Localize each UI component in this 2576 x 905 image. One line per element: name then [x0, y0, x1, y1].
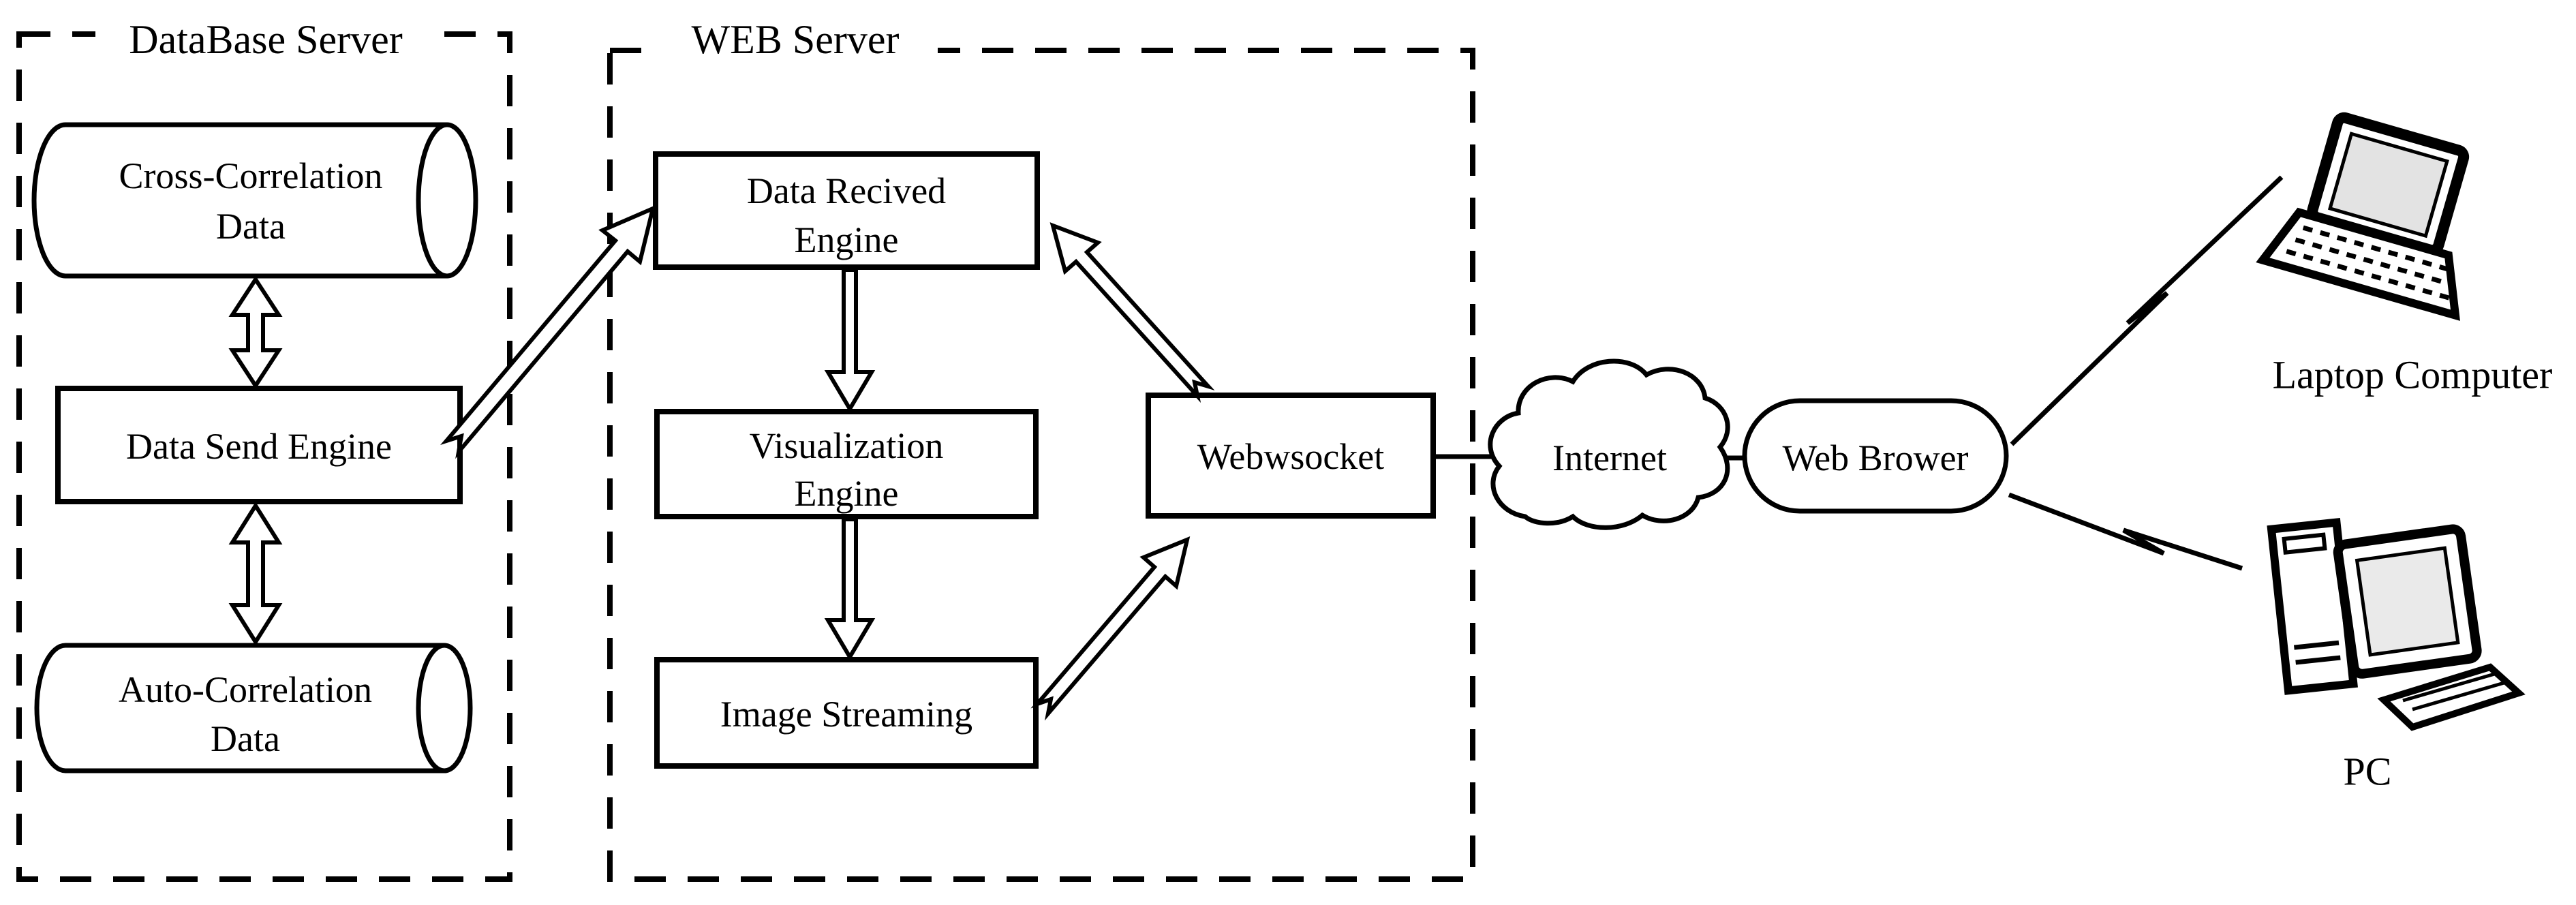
database-server-border — [16, 31, 512, 882]
web-browser-node: Web Brower — [1742, 398, 2009, 514]
web-server-title-bg — [653, 8, 938, 70]
cross-correlation-label-line1: Cross-Correlation — [119, 155, 383, 196]
cylinder-auto-correlation: Auto-Correlation Data — [34, 643, 473, 773]
data-received-engine-label-line2: Engine — [795, 219, 899, 260]
database-server-group: DataBase Server Cross-Correlation Data D… — [16, 7, 512, 882]
visualization-engine-label-line2: Engine — [795, 473, 899, 514]
lightning-bolt-pc — [2008, 492, 2243, 571]
cylinder-cross-correlation: Cross-Correlation Data — [31, 122, 478, 279]
web-server-title: WEB Server — [692, 17, 900, 62]
data-send-engine-label: Data Send Engine — [126, 426, 392, 467]
arrow-send-to-received — [440, 204, 656, 459]
laptop-icon — [2256, 112, 2470, 321]
visualization-engine-box: Visualization Engine — [654, 409, 1039, 519]
double-arrow-cross-to-send — [228, 275, 283, 390]
web-browser-label: Web Brower — [1782, 438, 1968, 478]
double-arrow-send-to-auto — [228, 502, 283, 646]
auto-correlation-label-line2: Data — [211, 718, 280, 759]
database-server-title: DataBase Server — [129, 17, 403, 62]
arrow-received-to-visualization — [824, 268, 876, 413]
pc-icon — [2267, 518, 2526, 731]
laptop-label: Laptop Computer — [2273, 353, 2553, 397]
internet-cloud: Internet — [1488, 358, 1730, 530]
websocket-box: Webwsocket — [1146, 393, 1436, 519]
image-streaming-label: Image Streaming — [720, 694, 972, 735]
arrow-streaming-to-websocket — [1030, 536, 1191, 721]
arrow-websocket-to-received — [1049, 222, 1215, 403]
websocket-label: Webwsocket — [1197, 436, 1385, 477]
auto-correlation-label-line1: Auto-Correlation — [119, 669, 372, 710]
web-server-group: WEB Server Data Recived Engine Visualiza… — [607, 8, 1475, 882]
database-server-title-bg — [95, 7, 436, 67]
web-server-border — [607, 48, 1475, 882]
cross-correlation-label-line2: Data — [216, 206, 286, 247]
data-received-engine-label-line1: Data Recived — [747, 170, 946, 211]
data-send-engine-box: Data Send Engine — [55, 386, 463, 504]
arrow-visualization-to-streaming — [824, 517, 876, 661]
visualization-engine-label-line1: Visualization — [750, 425, 944, 466]
internet-label: Internet — [1552, 438, 1667, 478]
image-streaming-box: Image Streaming — [654, 657, 1039, 769]
pc-label: PC — [2344, 750, 2392, 794]
data-received-engine-box: Data Recived Engine — [653, 151, 1040, 270]
lightning-bolt-laptop — [2010, 175, 2284, 446]
